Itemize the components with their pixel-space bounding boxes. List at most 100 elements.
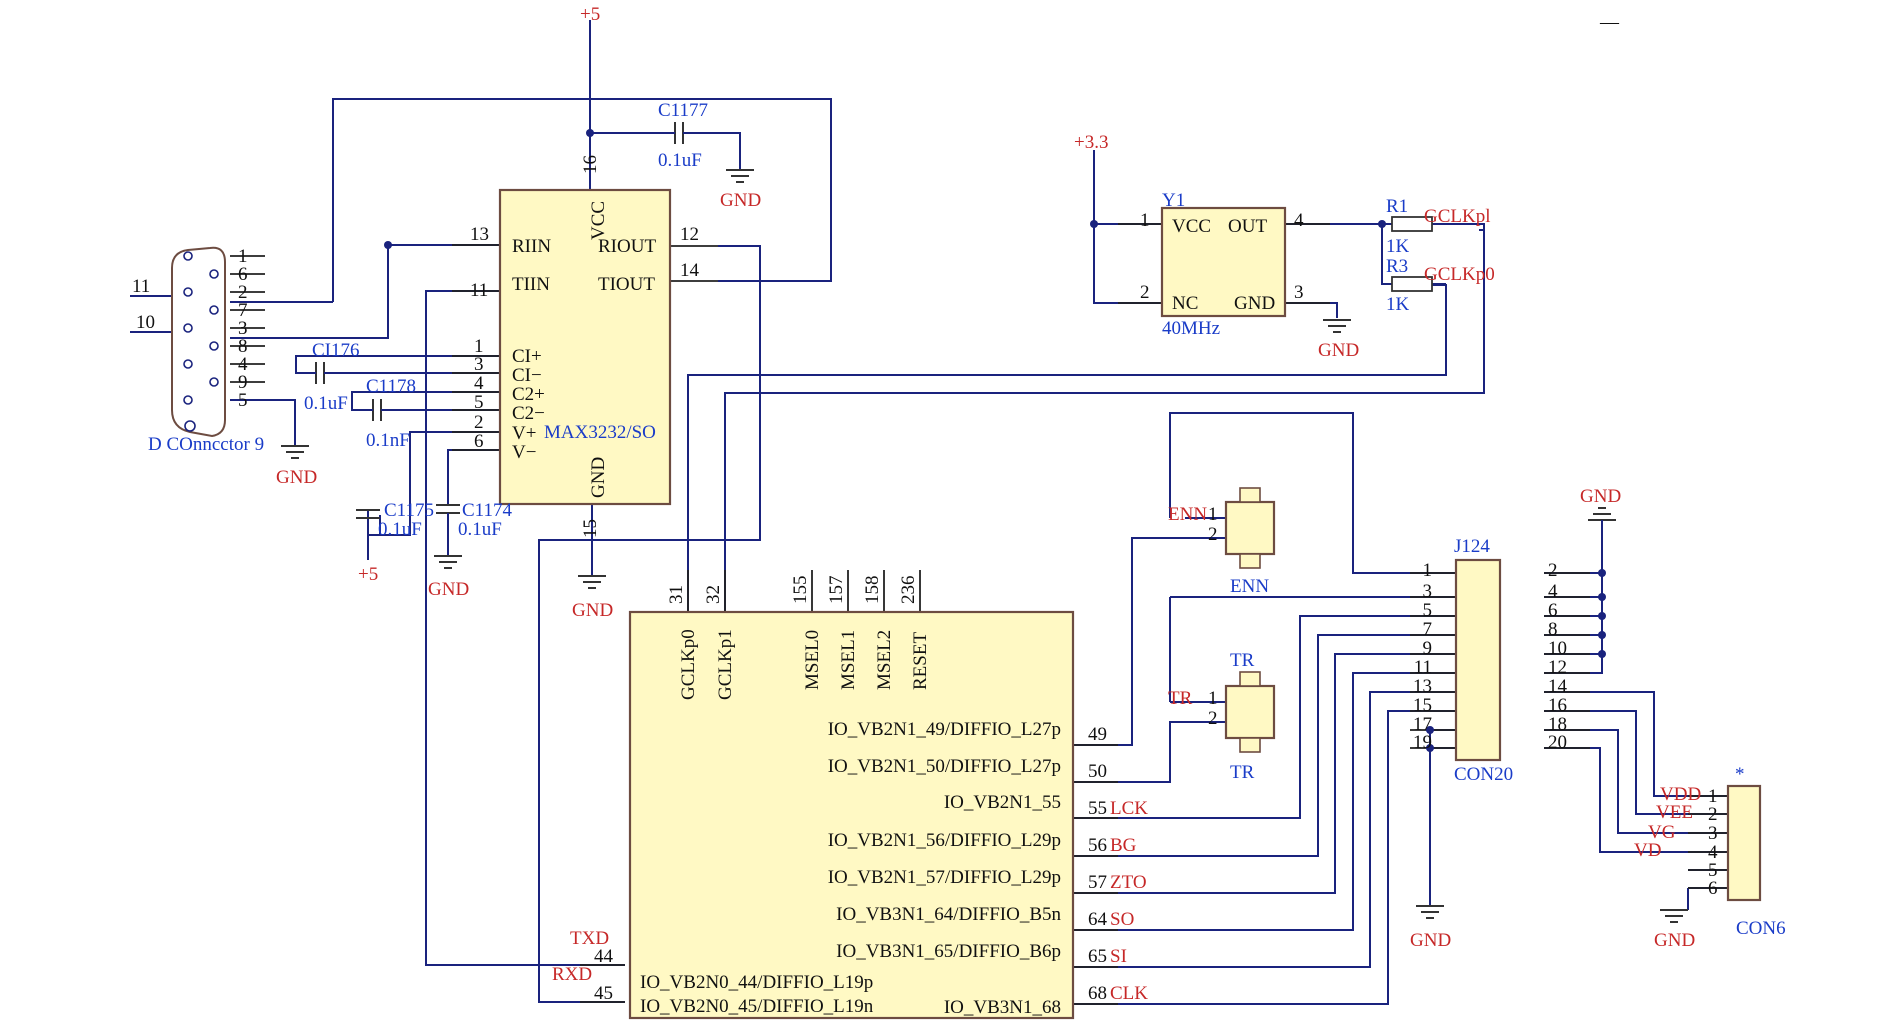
cap-c1174: C1174 0.1uF bbox=[436, 500, 512, 540]
svg-text:1: 1 bbox=[1140, 210, 1150, 231]
svg-text:45: 45 bbox=[594, 983, 613, 1004]
gnd-osc: GND bbox=[1318, 319, 1359, 361]
button-tr: TR 1 2 TR TR bbox=[1168, 650, 1276, 783]
svg-text:IO_VB3N1_64/DIFFIO_B5n: IO_VB3N1_64/DIFFIO_B5n bbox=[836, 904, 1061, 925]
max-vcc: VCC bbox=[588, 201, 609, 240]
svg-text:158: 158 bbox=[862, 576, 883, 605]
svg-text:19: 19 bbox=[1413, 732, 1432, 753]
osc-value: 40MHz bbox=[1162, 318, 1220, 339]
svg-text:CON6: CON6 bbox=[1736, 918, 1786, 939]
svg-text:4: 4 bbox=[1708, 842, 1718, 863]
svg-text:RESET: RESET bbox=[910, 632, 931, 690]
svg-text:SI: SI bbox=[1110, 946, 1127, 967]
svg-text:C1174: C1174 bbox=[462, 500, 512, 521]
svg-text:GCLKp0: GCLKp0 bbox=[1424, 264, 1495, 285]
svg-text:GND: GND bbox=[572, 600, 613, 621]
svg-text:1K: 1K bbox=[1386, 294, 1410, 315]
oscillator: Y1 VCC OUT NC GND 40MHz 1 4 2 3 bbox=[1140, 190, 1304, 339]
svg-text:3: 3 bbox=[1423, 581, 1433, 602]
svg-text:8: 8 bbox=[1548, 619, 1558, 640]
svg-text:TR: TR bbox=[1168, 688, 1193, 709]
svg-text:IO_VB2N0_44/DIFFIO_L19p: IO_VB2N0_44/DIFFIO_L19p bbox=[640, 972, 873, 993]
svg-text:4: 4 bbox=[1294, 210, 1304, 231]
svg-text:2: 2 bbox=[1708, 804, 1718, 825]
svg-text:MSEL2: MSEL2 bbox=[874, 630, 895, 690]
svg-text:LCK: LCK bbox=[1110, 798, 1148, 819]
dsub-name: D COnncctor 9 bbox=[148, 434, 264, 455]
svg-text:64: 64 bbox=[1088, 909, 1108, 930]
capacitors: C1177 0.1uF CI176 0.1uF C1178 0.1nF C117… bbox=[304, 100, 708, 540]
fpga: 31 32 155 157 158 236 GCLKp0 GCLKp1 MSEL… bbox=[552, 576, 1149, 1020]
max-tiin: TIIN bbox=[512, 274, 550, 295]
svg-text:236: 236 bbox=[898, 576, 919, 605]
svg-text:0.1uF: 0.1uF bbox=[458, 519, 502, 540]
svg-text:5: 5 bbox=[1708, 860, 1718, 881]
max-c1p: CI+ bbox=[512, 346, 542, 367]
cap-c1177: C1177 0.1uF bbox=[658, 100, 708, 171]
svg-text:TXD: TXD bbox=[570, 928, 609, 949]
svg-text:MSEL1: MSEL1 bbox=[838, 630, 859, 690]
p5-top-label: +5 bbox=[580, 4, 600, 25]
svg-text:65: 65 bbox=[1088, 946, 1107, 967]
resistor-r3: R3 1K GCLKp0 bbox=[1386, 256, 1495, 315]
svg-text:MSEL0: MSEL0 bbox=[802, 630, 823, 690]
svg-text:VG: VG bbox=[1648, 822, 1676, 843]
svg-text:4: 4 bbox=[474, 373, 484, 394]
fpga-left-pins: IO_VB2N0_44/DIFFIO_L19p IO_VB2N0_45/DIFF… bbox=[552, 928, 874, 1017]
svg-text:GCLKp1: GCLKp1 bbox=[715, 629, 736, 700]
max-pn-vcc: 16 bbox=[580, 155, 601, 174]
pin-stubs bbox=[230, 223, 1728, 1005]
svg-text:5: 5 bbox=[474, 392, 484, 413]
max-pn-gnd: 15 bbox=[580, 519, 601, 538]
dsub-pin-4: 4 bbox=[238, 354, 248, 375]
svg-text:BG: BG bbox=[1110, 835, 1137, 856]
svg-text:50: 50 bbox=[1088, 761, 1107, 782]
dsub-pin-6: 6 bbox=[238, 264, 248, 285]
max-pn-riin: 13 bbox=[470, 224, 489, 245]
max-riout: RIOUT bbox=[598, 236, 656, 257]
svg-text:R1: R1 bbox=[1386, 196, 1408, 217]
svg-text:ENN: ENN bbox=[1230, 576, 1269, 597]
svg-text:1: 1 bbox=[474, 336, 484, 357]
svg-text:0.1uF: 0.1uF bbox=[658, 150, 702, 171]
svg-text:GCLKpl: GCLKpl bbox=[1424, 206, 1491, 227]
svg-text:32: 32 bbox=[703, 585, 724, 604]
svg-text:2: 2 bbox=[1208, 524, 1218, 545]
max3232: RIIN TIIN RIOUT TIOUT VCC GND CI+ CI− C2… bbox=[470, 155, 700, 538]
max-c2m: C2− bbox=[512, 403, 545, 424]
svg-text:49: 49 bbox=[1088, 724, 1107, 745]
svg-text:9: 9 bbox=[1423, 638, 1433, 659]
svg-text:55: 55 bbox=[1088, 798, 1107, 819]
svg-text:1: 1 bbox=[1208, 504, 1218, 525]
svg-text:VEE: VEE bbox=[1656, 802, 1693, 823]
svg-text:IO_VB2N0_45/DIFFIO_L19n: IO_VB2N0_45/DIFFIO_L19n bbox=[640, 996, 874, 1017]
svg-text:2: 2 bbox=[1548, 560, 1558, 581]
svg-text:1: 1 bbox=[1208, 688, 1218, 709]
svg-text:17: 17 bbox=[1413, 714, 1432, 735]
junctions bbox=[384, 129, 1606, 752]
svg-text:16: 16 bbox=[1548, 695, 1567, 716]
svg-text:IO_VB2N1_57/DIFFIO_L29p: IO_VB2N1_57/DIFFIO_L29p bbox=[828, 867, 1061, 888]
svg-text:3: 3 bbox=[1294, 282, 1304, 303]
svg-text:44: 44 bbox=[594, 946, 614, 967]
svg-text:2: 2 bbox=[1208, 708, 1218, 729]
button-enn: ENN 1 2 ENN bbox=[1168, 487, 1276, 597]
gnd-c1177: GND bbox=[720, 169, 761, 211]
svg-text:RXD: RXD bbox=[552, 964, 592, 985]
corner-mark: — bbox=[1599, 12, 1620, 33]
svg-text:1K: 1K bbox=[1386, 236, 1410, 257]
svg-text:15: 15 bbox=[1413, 695, 1432, 716]
svg-text:*: * bbox=[1735, 764, 1745, 785]
svg-text:GND: GND bbox=[276, 467, 317, 488]
fpga-right-pins: IO_VB2N1_49/DIFFIO_L27p IO_VB2N1_50/DIFF… bbox=[828, 719, 1149, 1018]
svg-text:TR: TR bbox=[1230, 650, 1255, 671]
dsub-pin-1: 1 bbox=[238, 246, 248, 267]
svg-text:18: 18 bbox=[1548, 714, 1567, 735]
gnd-max: GND bbox=[572, 575, 613, 621]
svg-text:CI176: CI176 bbox=[312, 340, 360, 361]
max-vm: V− bbox=[512, 442, 536, 463]
max-pn-riout: 12 bbox=[680, 224, 699, 245]
svg-text:0.1uF: 0.1uF bbox=[304, 393, 348, 414]
svg-text:2: 2 bbox=[1140, 282, 1150, 303]
svg-text:0.1uF: 0.1uF bbox=[378, 519, 422, 540]
